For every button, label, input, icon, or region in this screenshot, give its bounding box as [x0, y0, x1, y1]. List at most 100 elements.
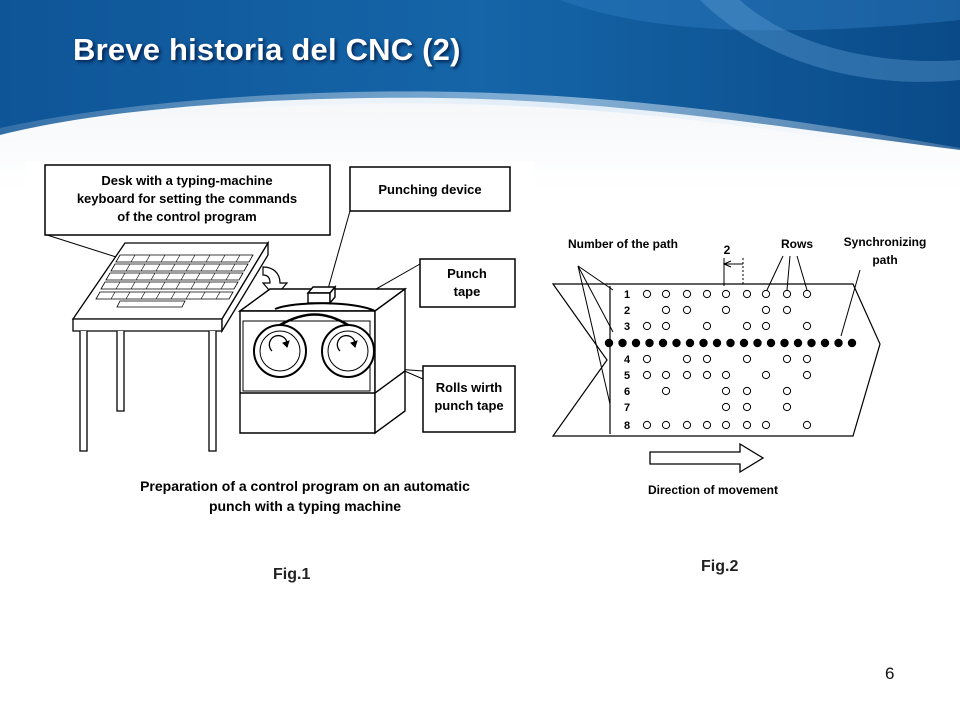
punch-tape-label-line2: tape: [454, 284, 481, 299]
punch-tape-callout: Punch tape: [354, 258, 516, 308]
tape-hole: [661, 420, 671, 430]
track-number-3: 3: [624, 321, 630, 333]
desk-label-line1: Desk with a typing-machine: [101, 173, 272, 188]
tape-hole: [761, 321, 771, 331]
track-number-2: 2: [624, 305, 630, 317]
tape-hole: [682, 289, 692, 299]
sync-hole: [685, 338, 695, 348]
spacing-label: 2: [724, 243, 731, 257]
sync-hole: [726, 338, 735, 348]
tape-hole: [721, 386, 731, 396]
sync-hole: [739, 338, 749, 348]
sync-hole: [753, 338, 762, 348]
tape-hole: [661, 289, 671, 299]
desk-illustration: [71, 240, 270, 452]
rolls-label-line1: Rolls wirth: [436, 380, 503, 395]
sync-hole: [672, 338, 681, 348]
tape-hole: [742, 289, 752, 299]
sync-hole: [618, 338, 627, 348]
tape-hole: [802, 354, 812, 364]
tape-hole: [721, 402, 731, 412]
tape-hole: [721, 420, 731, 430]
figure2-caption: Fig.2: [701, 558, 739, 575]
sync-holes: [604, 338, 857, 348]
sync-hole: [645, 338, 654, 348]
tape-hole: [721, 370, 731, 380]
tape-hole: [721, 305, 731, 315]
sync-hole: [793, 338, 803, 348]
rolls-label-line2: punch tape: [434, 398, 503, 413]
track-numbers: 1 2 3 4 5 6 7 8: [624, 289, 631, 432]
sync-hole: [631, 338, 641, 348]
rolls-callout: Rolls wirth punch tape: [289, 355, 516, 433]
sync-hole: [780, 338, 789, 348]
tape-hole: [742, 321, 752, 331]
tape-hole: [802, 370, 812, 380]
sync-hole: [847, 338, 857, 348]
tape-hole: [702, 354, 712, 364]
desk-callout: Desk with a typing-machine keyboard for …: [44, 164, 331, 264]
tape-hole: [661, 370, 671, 380]
punching-device-callout: Punching device: [327, 166, 511, 290]
track-number-7: 7: [624, 402, 630, 414]
tape-hole: [702, 370, 712, 380]
figure1-title-line1: Preparation of a control program on an a…: [140, 478, 470, 494]
tape-hole: [661, 321, 671, 331]
page-number: 6: [885, 664, 895, 683]
tape-hole: [721, 289, 731, 299]
tape-hole: [802, 420, 812, 430]
spacing-marker: [722, 258, 744, 286]
tape-rolls: [253, 313, 375, 378]
tape-hole: [702, 420, 712, 430]
tape-hole: [802, 321, 812, 331]
figure1-diagram: Desk with a typing-machine keyboard for …: [25, 161, 535, 523]
desk-label-line2: keyboard for setting the commands: [77, 191, 297, 206]
tape-hole: [642, 354, 652, 364]
tape-hole: [802, 289, 812, 299]
tape-hole: [682, 370, 692, 380]
tape-hole: [742, 420, 752, 430]
track-number-6: 6: [624, 386, 630, 398]
tape-hole: [702, 321, 712, 331]
tape-hole: [782, 402, 792, 412]
tape-hole: [761, 420, 771, 430]
figure2-diagram: Number of the path 2 Rows Synchronizing …: [535, 224, 943, 504]
tape-hole: [782, 354, 792, 364]
tape-hole: [761, 370, 771, 380]
track-number-5: 5: [624, 370, 630, 382]
sync-hole: [712, 338, 722, 348]
tape-hole: [642, 289, 652, 299]
tape-hole: [661, 305, 671, 315]
tape-outline: [551, 283, 881, 437]
tape-hole: [782, 305, 792, 315]
tape-hole: [661, 386, 671, 396]
tape-hole: [642, 321, 652, 331]
track-number-8: 8: [624, 420, 630, 432]
tape-hole: [742, 402, 752, 412]
sync-label-line2: path: [872, 253, 897, 267]
tape-hole: [682, 420, 692, 430]
sync-hole: [834, 338, 843, 348]
tape-hole: [702, 289, 712, 299]
keyboard-keys: [95, 254, 254, 308]
rows-label: Rows: [781, 237, 813, 251]
tape-hole: [761, 305, 771, 315]
slide-title: Breve historia del CNC (2): [73, 32, 461, 67]
header-banner: [0, 0, 960, 190]
sync-hole: [820, 338, 830, 348]
tape-hole: [782, 386, 792, 396]
number-of-path-label: Number of the path: [568, 237, 678, 251]
sync-hole: [766, 338, 776, 348]
direction-label: Direction of movement: [648, 483, 778, 497]
sync-hole: [604, 338, 614, 348]
sync-hole: [807, 338, 816, 348]
tape-hole: [682, 354, 692, 364]
punch-tape-label-line1: Punch: [447, 266, 487, 281]
sync-hole: [658, 338, 668, 348]
tape-hole: [642, 370, 652, 380]
tape-holes: [642, 289, 812, 430]
sync-label-line1: Synchronizing: [844, 235, 927, 249]
tape-hole: [742, 354, 752, 364]
punching-device-label: Punching device: [378, 182, 481, 197]
